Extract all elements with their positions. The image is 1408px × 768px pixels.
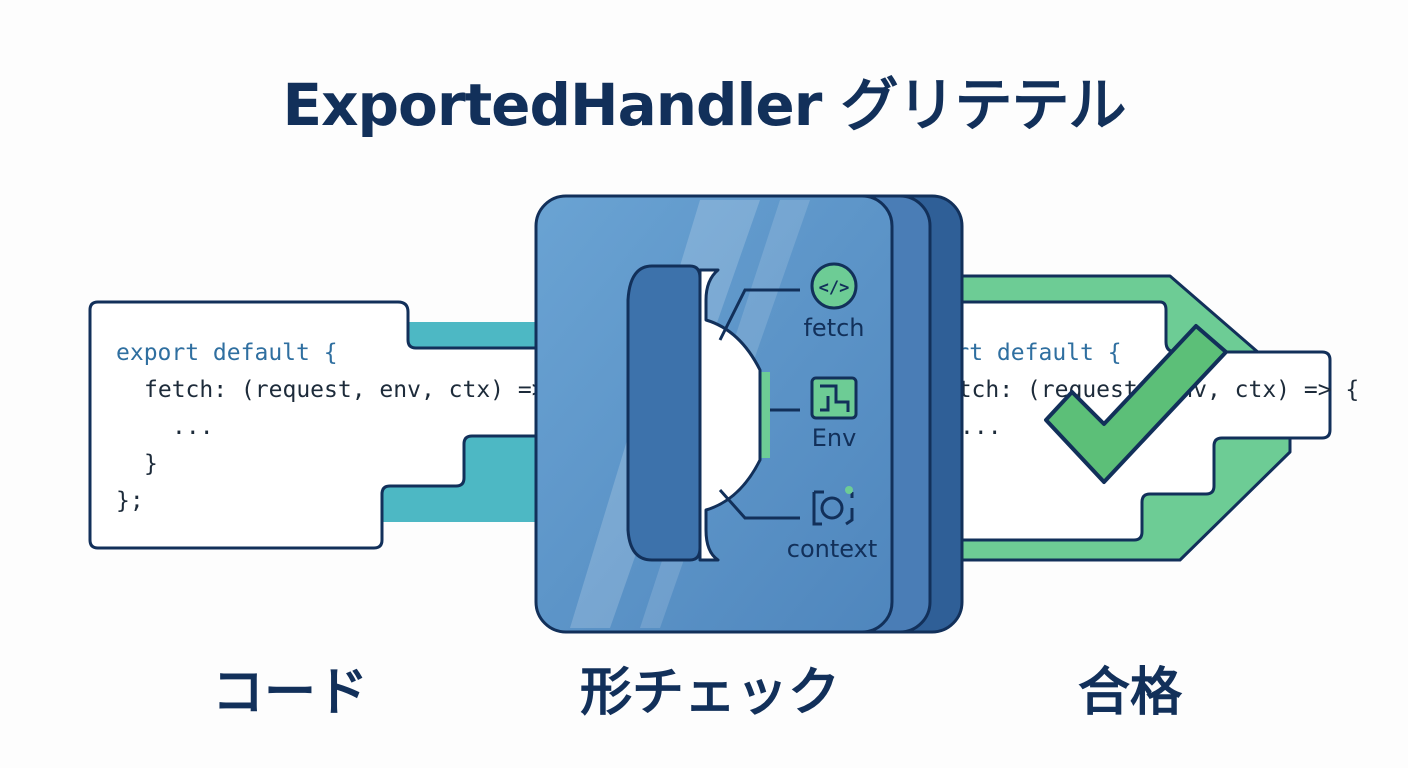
code-left-line-3: ...: [172, 414, 214, 440]
hook-label-context: context: [787, 535, 877, 563]
code-left-line-4: }: [144, 451, 158, 477]
checkmark-icon: [1044, 324, 1228, 484]
type-check-gate: </> fetch Env context: [534, 194, 964, 634]
camera-icon: [812, 486, 854, 526]
code-right-line-3: ...: [960, 414, 1002, 440]
code-left-line-1: export default {: [116, 340, 338, 366]
step-label-pass: 合格: [1077, 663, 1182, 723]
code-brackets-icon: </>: [810, 262, 858, 310]
env-panel-icon: [810, 376, 858, 420]
code-right-line-1: export default {: [900, 340, 1122, 366]
step-label-check: 形チェック: [579, 663, 840, 723]
hook-label-fetch: fetch: [803, 314, 864, 342]
svg-text:</>: </>: [819, 278, 850, 298]
code-card-left: export default { fetch: (request, env, c…: [88, 300, 606, 550]
code-left-line-2: fetch: (request, env, ctx) => {: [144, 377, 573, 403]
code-left-line-5: };: [116, 488, 144, 514]
step-label-code: コード: [211, 663, 368, 723]
gate-slot: [626, 264, 762, 562]
diagram-title: ExportedHandler グリテテル: [282, 71, 1126, 139]
hook-label-env: Env: [812, 424, 857, 452]
